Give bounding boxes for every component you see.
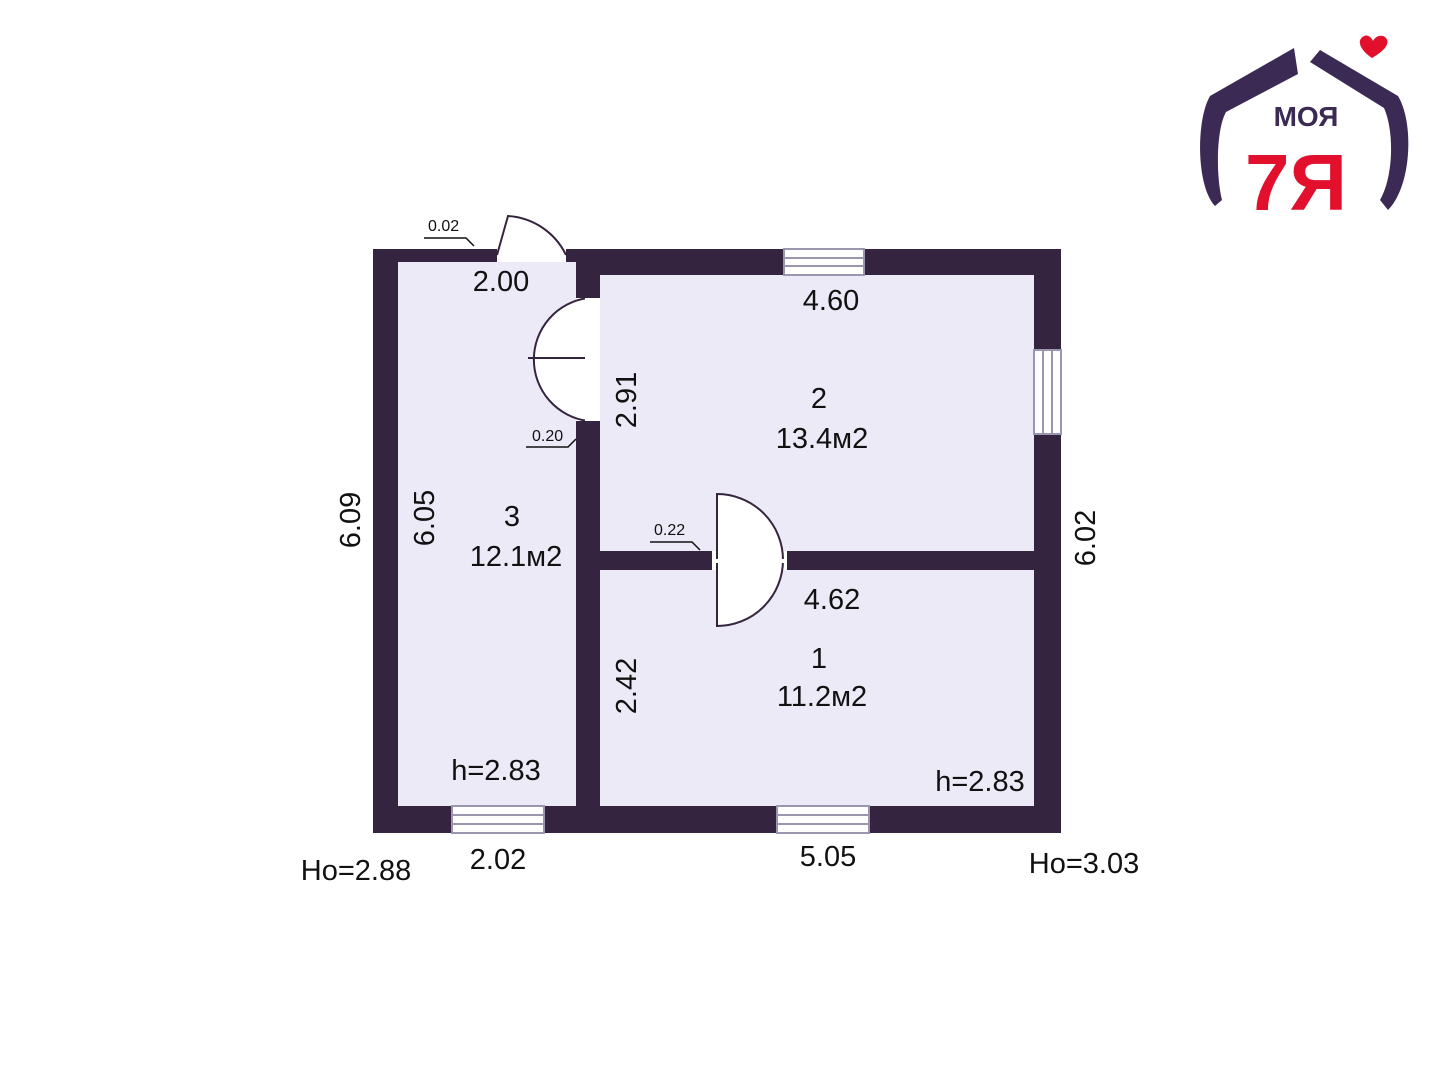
logo-house-right xyxy=(1310,50,1409,210)
dim-right-outer: 6.02 xyxy=(1070,510,1102,566)
outer-heights: Ho=2.88 Ho=3.03 xyxy=(301,848,1139,887)
dim-top-left-inner: 2.00 xyxy=(473,266,529,298)
room-1-floor xyxy=(600,570,1034,806)
brand-logo: МОЯ 7Я xyxy=(1200,35,1409,227)
outer-height-left: Ho=2.88 xyxy=(301,855,411,887)
logo-top-text: МОЯ xyxy=(1274,101,1339,132)
window-bottom-left xyxy=(451,805,545,834)
dim-middle-wall: 4.62 xyxy=(804,584,860,616)
room-3-height: h=2.83 xyxy=(451,755,541,787)
door-middle xyxy=(712,492,787,628)
label-entrance: 0.02 xyxy=(428,218,459,235)
dim-partition-upper: 2.91 xyxy=(611,372,643,428)
window-bottom-right xyxy=(776,805,870,834)
room-1-number: 1 xyxy=(811,643,827,675)
room-3-area: 12.1м2 xyxy=(470,541,563,573)
dimensions: 2.00 4.60 2.91 2.42 6.09 6.05 6.02 4.62 … xyxy=(335,266,1102,876)
window-top xyxy=(783,248,865,276)
wall-partition-lower xyxy=(576,421,600,833)
wall-top-left xyxy=(373,249,497,262)
wall-top-left-end xyxy=(566,249,580,262)
dim-partition-lower: 2.42 xyxy=(611,658,643,714)
room-3-number: 3 xyxy=(504,501,520,533)
wall-middle-left xyxy=(600,551,712,570)
dim-bottom-right: 5.05 xyxy=(800,841,856,873)
label-side-door: 0.20 xyxy=(532,428,563,445)
wall-middle-right xyxy=(787,551,1034,570)
room-2-area: 13.4м2 xyxy=(776,423,869,455)
wall-right xyxy=(1034,249,1061,833)
door-labels: 0.02 0.20 0.22 xyxy=(424,218,701,551)
room-1-height: h=2.83 xyxy=(935,766,1025,798)
outer-height-right: Ho=3.03 xyxy=(1029,848,1139,880)
windows xyxy=(451,248,1062,834)
dim-left-outer: 6.09 xyxy=(335,492,367,548)
dim-bottom-left: 2.02 xyxy=(470,844,526,876)
room-2-number: 2 xyxy=(811,383,827,415)
room-labels: 3 12.1м2 h=2.83 2 13.4м2 1 11.2м2 h=2.83 xyxy=(451,383,1025,798)
door-side xyxy=(528,296,591,423)
heart-icon xyxy=(1359,35,1388,58)
wall-partition-top xyxy=(576,262,600,298)
dim-top-right-inner: 4.60 xyxy=(803,285,859,317)
room-2-floor xyxy=(600,275,1034,551)
room-1-area: 11.2м2 xyxy=(777,681,867,713)
window-right xyxy=(1033,349,1062,435)
dim-left-inner: 6.05 xyxy=(409,490,441,546)
doors xyxy=(496,214,787,628)
door-entrance xyxy=(496,214,567,260)
wall-left xyxy=(373,249,398,833)
logo-big-text: 7Я xyxy=(1245,138,1347,227)
logo-house-left xyxy=(1200,48,1298,206)
label-middle-door: 0.22 xyxy=(654,522,685,539)
